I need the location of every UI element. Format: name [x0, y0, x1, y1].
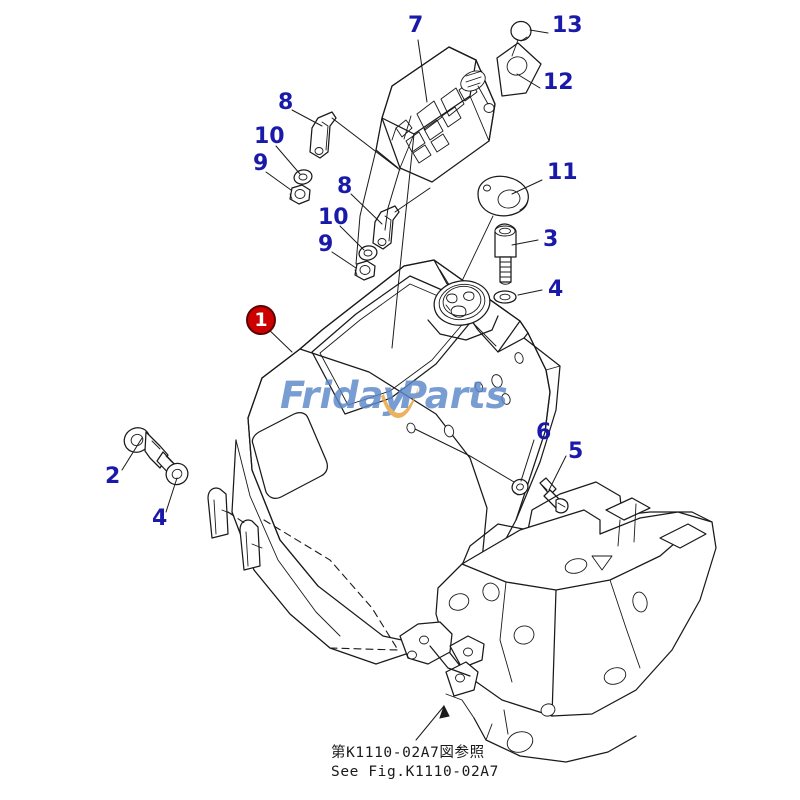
part-4-washer-left	[165, 462, 189, 486]
part-6-washer	[511, 478, 529, 496]
callout-11[interactable]: 11	[547, 160, 578, 185]
reference-note: 第K1110-02A7図参照 See Fig.K1110-02A7	[331, 744, 499, 782]
callout-8-upper[interactable]: 8	[278, 90, 294, 115]
callout-10-lower[interactable]: 10	[318, 205, 349, 230]
part-3-bolt	[494, 223, 517, 285]
callout-3[interactable]: 3	[543, 227, 559, 252]
callout-5[interactable]: 5	[568, 439, 584, 464]
callout-13[interactable]: 13	[552, 13, 583, 38]
callout-10-upper[interactable]: 10	[254, 124, 285, 149]
leader-lines	[121, 29, 567, 741]
callout-8-lower[interactable]: 8	[337, 174, 353, 199]
callout-9-upper[interactable]: 9	[253, 151, 269, 176]
callout-6[interactable]: 6	[536, 420, 552, 445]
part-11-mount-plate	[461, 175, 529, 282]
reference-note-jp: 第K1110-02A7図参照	[331, 745, 485, 761]
callout-7[interactable]: 7	[408, 13, 424, 38]
callout-4-right[interactable]: 4	[548, 277, 564, 302]
control-panel-part-7	[375, 20, 542, 183]
part-4-washer-right	[493, 290, 517, 304]
callout-1-label: 1	[254, 309, 268, 331]
callout-12[interactable]: 12	[543, 70, 574, 95]
callout-4-left[interactable]: 4	[152, 506, 168, 531]
callout-2[interactable]: 2	[105, 464, 121, 489]
lower-mounting-bracket	[399, 481, 717, 763]
callout-1[interactable]: 1	[246, 305, 276, 335]
callout-9-lower[interactable]: 9	[318, 232, 334, 257]
part-5-bolt	[539, 477, 569, 514]
hardware-brackets-upper	[289, 111, 400, 281]
reference-note-en: See Fig.K1110-02A7	[331, 764, 499, 780]
console-body	[207, 259, 561, 665]
